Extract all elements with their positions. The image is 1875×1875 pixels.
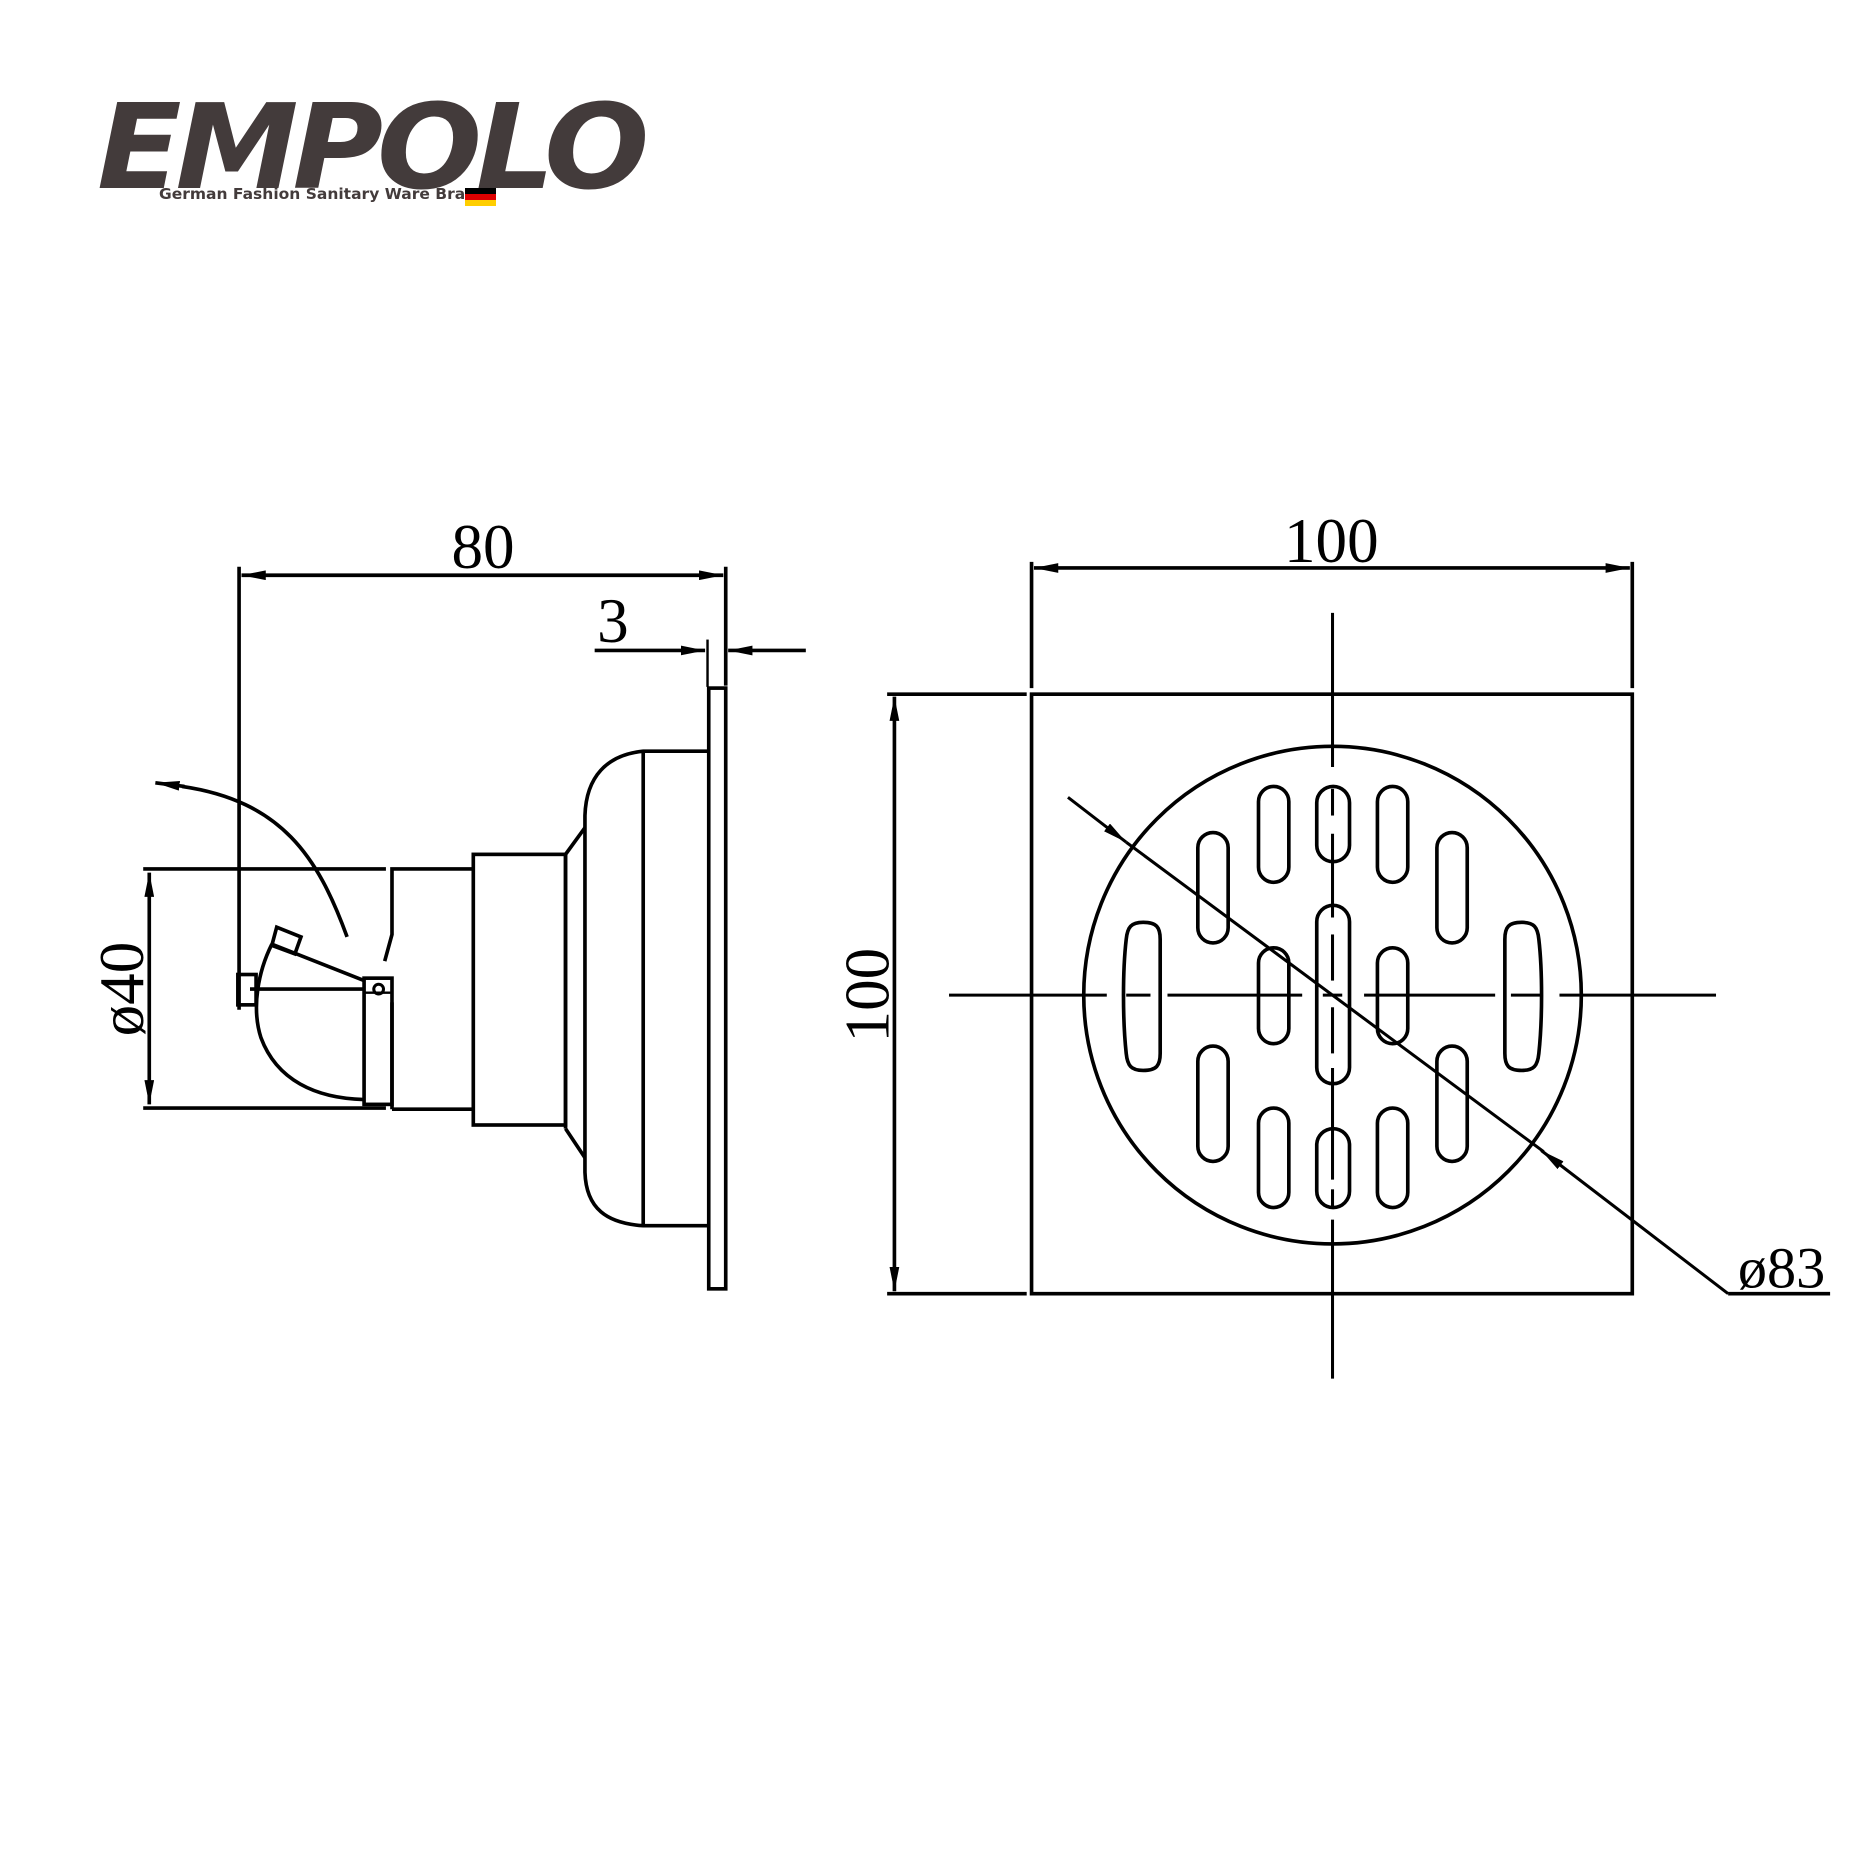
brand-name: EMPOLO (97, 78, 649, 216)
bell-body (583, 749, 708, 1228)
dim-arrow-83-upper (1067, 796, 1128, 844)
slot (1375, 784, 1410, 885)
slot (1314, 1126, 1352, 1210)
slot (1195, 830, 1230, 945)
flap-tab (269, 924, 304, 957)
outlet-pipe (382, 867, 474, 962)
slot (1435, 830, 1470, 945)
dim-label-80: 80 (451, 512, 514, 582)
flap-arc (254, 943, 365, 1102)
slot (1435, 1044, 1470, 1164)
flange-plate (706, 686, 728, 1291)
slot (1256, 945, 1291, 1046)
slot (1503, 920, 1544, 1073)
dim-label-width-100: 100 (1284, 506, 1379, 576)
dim-label-height-100: 100 (832, 948, 902, 1043)
dim-label-diameter-83: ø83 (1738, 1236, 1825, 1301)
top-view (887, 561, 1831, 1379)
slot (1314, 784, 1352, 864)
grate-slots (1121, 784, 1544, 1210)
collar (471, 852, 568, 1127)
brand-logo: EMPOLO German Fashion Sanitary Ware Bran… (97, 88, 649, 218)
side-view (143, 566, 806, 1291)
dim-arrow-83-lower (1540, 1149, 1730, 1295)
slot (1256, 1106, 1291, 1210)
slot (1314, 903, 1352, 1086)
flap-hinge-bracket (362, 976, 394, 1107)
slot (1375, 1106, 1410, 1210)
brand-tagline: German Fashion Sanitary Ware Brand (159, 185, 488, 203)
german-flag-icon (465, 188, 496, 206)
top-view-labels: 100 100 ø83 (832, 506, 1825, 1301)
dim-label-diameter-40: ø40 (87, 942, 157, 1037)
slot (1256, 784, 1291, 885)
dim-label-3: 3 (597, 586, 629, 656)
side-view-labels: 80 3 ø40 (87, 512, 628, 1036)
slot (1375, 945, 1410, 1046)
slot (1195, 1044, 1230, 1164)
slot (1121, 920, 1163, 1073)
flap-open-arrow (181, 784, 349, 938)
centerlines (949, 612, 1717, 1379)
